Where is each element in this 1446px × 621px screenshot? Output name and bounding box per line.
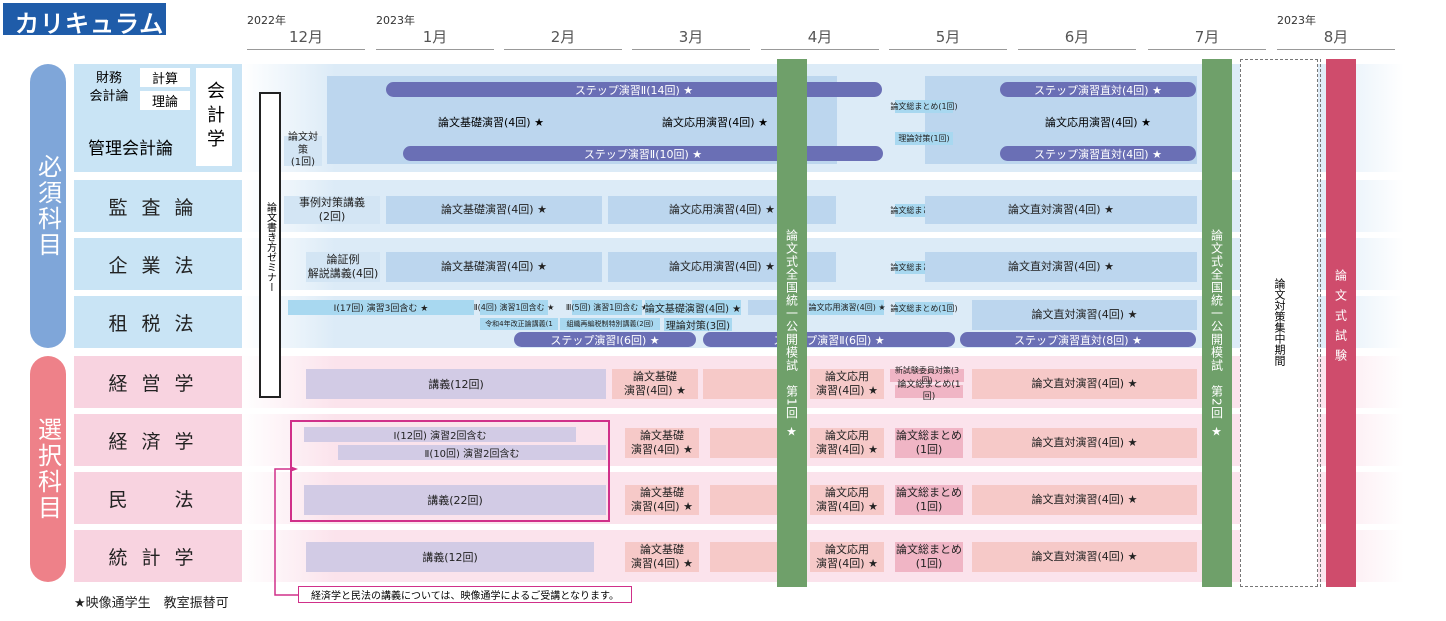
- tokei-block-mar: [710, 542, 777, 572]
- intensive-divider: [1320, 59, 1324, 587]
- seminar-box: 論文書き方ゼミナー: [259, 92, 281, 398]
- keiei-kiso: 論文基礎 演習(4回) ★: [612, 369, 698, 399]
- month-label: 3月: [632, 26, 750, 50]
- month-label: 8月: [1277, 26, 1395, 50]
- kansa-kiso: 論文基礎演習(4回) ★: [386, 196, 602, 224]
- sozei-kiso: 論文基礎演習(4回) ★: [645, 300, 741, 315]
- kigyo-direct: 論文直対演習(4回) ★: [925, 252, 1197, 282]
- tokei-direct: 論文直対演習(4回) ★: [972, 542, 1197, 572]
- sozei-ii4: Ⅱ(4回) 演習1回含む ★: [474, 300, 554, 315]
- month-label: 7月: [1148, 26, 1266, 50]
- keiei-summary: 論文総まとめ(1回): [895, 380, 963, 402]
- kaikei-step2-10: ステップ演習Ⅱ(10回) ★: [403, 146, 883, 161]
- year-2023-end: 2023年: [1277, 14, 1316, 27]
- month-label: 2月: [504, 26, 622, 50]
- minpo-summary: 論文総まとめ (1回): [895, 485, 963, 515]
- kaikei-oyo-2: 論文応用演習(4回) ★: [1045, 116, 1151, 129]
- keiei-shin: 新試験委員対策(3回): [890, 366, 964, 385]
- kansa-jirei: 事例対策講義 (2回): [284, 196, 380, 224]
- minpo-kogi: 講義(22回): [304, 485, 606, 515]
- keizai-i12: Ⅰ(12回) 演習2回含む: [304, 427, 576, 442]
- keizai-summary: 論文総まとめ (1回): [895, 428, 963, 458]
- subject-keiei: 経営学: [74, 356, 242, 408]
- kaikei-taisaku: 論文対策 (1回): [284, 132, 322, 168]
- minpo-direct: 論文直対演習(4回) ★: [972, 485, 1197, 515]
- mock-exam-2: 論文式全国統一公開模試 第2回 ★: [1202, 59, 1232, 587]
- sozei-iii5: Ⅲ(5回) 演習1回含む ★: [566, 300, 648, 315]
- subject-minpo: 民 法: [74, 472, 242, 524]
- month-label: 5月: [889, 26, 1007, 50]
- kaikei-step-direct-1: ステップ演習直対(4回) ★: [1000, 82, 1196, 97]
- keizai-block-mar: [710, 428, 777, 458]
- subject-tokei: 統計学: [74, 530, 242, 582]
- sozei-soshiki: 組織再編税制特別講義(2回): [560, 318, 660, 330]
- year-2022: 2022年: [247, 14, 286, 27]
- keiei-kogi: 講義(12回): [306, 369, 606, 399]
- sozei-step1: ステップ演習Ⅰ(6回) ★: [514, 332, 696, 347]
- minpo-block-mar: [710, 485, 777, 515]
- subject-kigyo: 企業法: [74, 238, 242, 290]
- sozei-summary: 論文総まとめ(1回): [890, 302, 958, 315]
- keizai-kiso: 論文基礎 演習(4回) ★: [625, 428, 699, 458]
- kigyo-ronsho: 論証例 解説講義(4回): [306, 252, 380, 282]
- sozei-step2: ステップ演習Ⅱ(6回) ★: [703, 332, 955, 347]
- kansa-direct: 論文直対演習(4回) ★: [925, 196, 1197, 224]
- exam-bar: 論文式試験: [1326, 59, 1356, 587]
- keiei-direct: 論文直対演習(4回) ★: [972, 369, 1197, 399]
- keizai-direct: 論文直対演習(4回) ★: [972, 428, 1197, 458]
- keizai-oyo: 論文応用 演習(4回) ★: [810, 428, 884, 458]
- video-note: 経済学と民法の講義については、映像通学によるご受講となります。: [298, 586, 632, 603]
- mock-exam-1: 論文式全国統一公開模試 第1回 ★: [777, 59, 807, 587]
- keizai-ii10: Ⅱ(10回) 演習2回含む: [338, 445, 606, 460]
- year-2023: 2023年: [376, 14, 415, 27]
- sozei-riron: 理論対策(3回): [664, 318, 732, 332]
- subject-sozei: 租税法: [74, 296, 242, 348]
- category-elective: 選択科目: [30, 356, 66, 582]
- subject-zaimu: 財務 会計論: [89, 71, 129, 105]
- kigyo-kiso: 論文基礎演習(4回) ★: [386, 252, 602, 282]
- minpo-kiso: 論文基礎 演習(4回) ★: [625, 485, 699, 515]
- tokei-oyo: 論文応用 演習(4回) ★: [810, 542, 884, 572]
- subject-kansa: 監査論: [74, 180, 242, 232]
- subject-keizai: 経済学: [74, 414, 242, 466]
- kaikei-step-direct-2: ステップ演習直対(4回) ★: [1000, 146, 1196, 161]
- subject-kanri: 管理会計論: [88, 138, 173, 159]
- subject-riron: 理論: [140, 91, 190, 110]
- category-required: 必須科目: [30, 64, 66, 348]
- month-label: 4月: [761, 26, 879, 50]
- tokei-kiso: 論文基礎 演習(4回) ★: [625, 542, 699, 572]
- kaikei-summary: 論文総まとめ(1回): [890, 100, 958, 113]
- callout-arrow: [274, 466, 299, 596]
- tokei-kogi: 講義(12回): [306, 542, 594, 572]
- page-title: カリキュラム: [3, 3, 166, 38]
- sozei-i17: Ⅰ(17回) 演習3回含む ★: [288, 300, 474, 315]
- sozei-step-direct: ステップ演習直対(8回) ★: [960, 332, 1196, 347]
- kaikei-oyo: 論文応用演習(4回) ★: [662, 116, 768, 129]
- keiei-block-mar: [703, 369, 777, 399]
- month-label: 1月: [376, 26, 494, 50]
- keiei-oyo: 論文応用 演習(4回) ★: [810, 369, 884, 399]
- minpo-oyo: 論文応用 演習(4回) ★: [810, 485, 884, 515]
- kaikei-kiso: 論文基礎演習(4回) ★: [438, 116, 544, 129]
- sozei-direct: 論文直対演習(4回) ★: [972, 300, 1197, 330]
- sozei-reiwa: 令和4年改正論講義(1: [480, 318, 558, 330]
- month-label: 12月: [247, 26, 365, 50]
- kaikei-step2-14: ステップ演習Ⅱ(14回) ★: [386, 82, 882, 97]
- subject-keisan: 計算: [140, 68, 190, 87]
- month-label: 6月: [1018, 26, 1136, 50]
- video-note-frame: [290, 420, 610, 522]
- kaikei-riron-taisaku: 理論対策(1回): [895, 132, 953, 145]
- legend-star: ★映像通学生 教室振替可: [74, 596, 229, 611]
- tokei-summary: 論文総まとめ (1回): [895, 542, 963, 572]
- sozei-oyo: 論文応用演習(4回) ★: [808, 300, 886, 315]
- intensive-period: 論文対策集中期間: [1240, 59, 1318, 587]
- subject-kaikeigaku: 会計学: [196, 68, 232, 166]
